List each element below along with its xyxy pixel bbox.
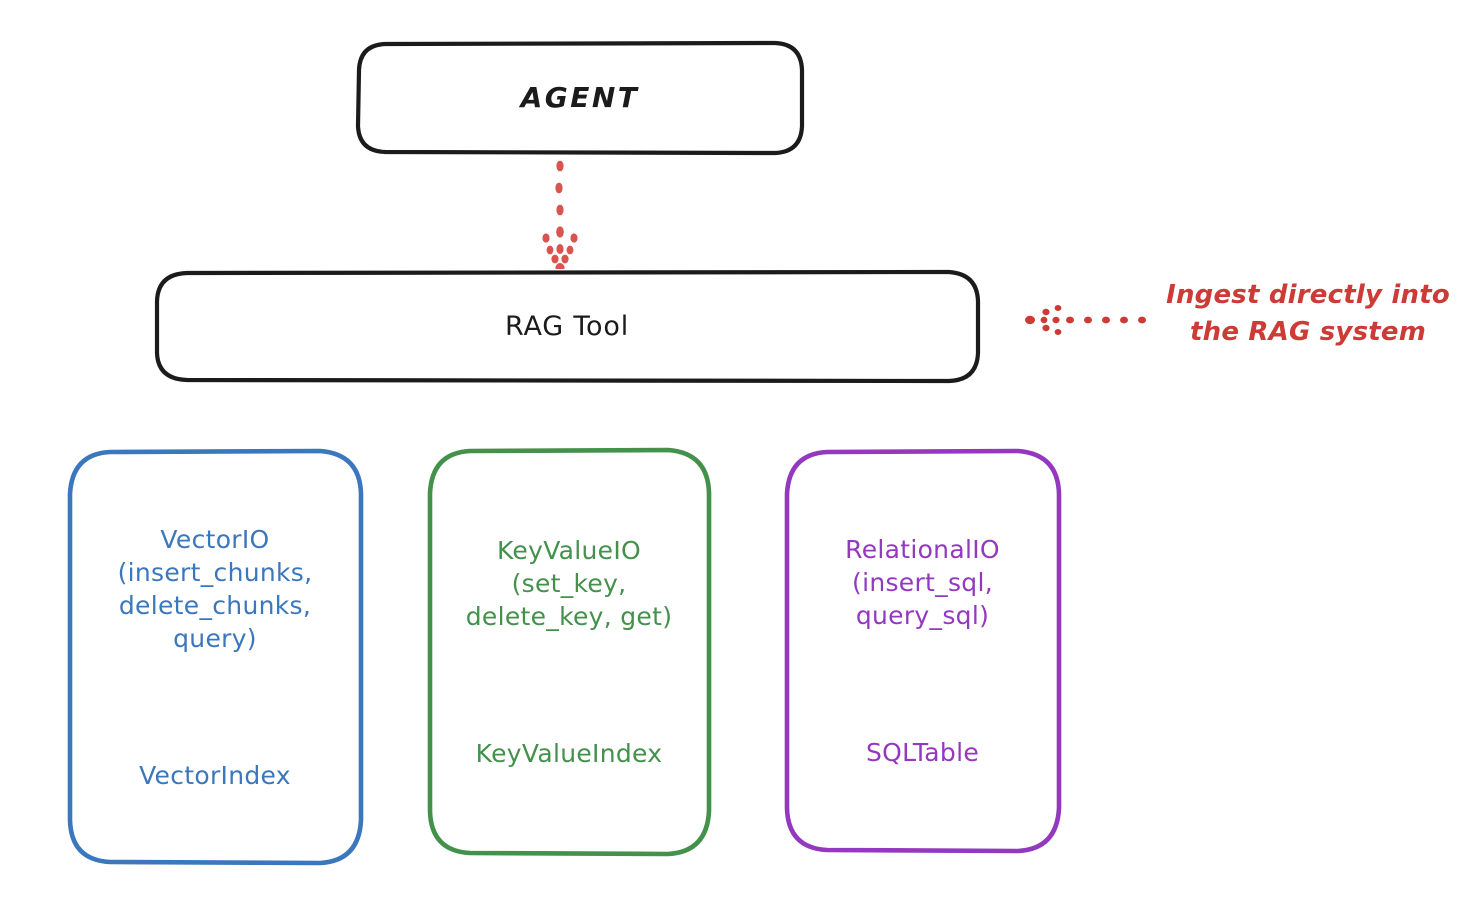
node-rag-tool[interactable]: RAG Tool bbox=[153, 269, 981, 384]
relational-io-methods: RelationalIO (insert_sql, query_sql) bbox=[845, 535, 1000, 630]
dotted-arrow-down-icon bbox=[542, 160, 578, 273]
node-vector-io-label: VectorIO (insert_chunks, delete_chunks, … bbox=[112, 490, 319, 825]
key-value-io-index: KeyValueIndex bbox=[475, 739, 663, 768]
node-key-value-io-label: KeyValueIO (set_key, delete_key, get) Ke… bbox=[460, 501, 679, 803]
node-vector-io[interactable]: VectorIO (insert_chunks, delete_chunks, … bbox=[66, 448, 364, 866]
node-relational-io-label: RelationalIO (insert_sql, query_sql) SQL… bbox=[839, 500, 1006, 802]
relational-io-spacer bbox=[845, 665, 1000, 703]
node-agent[interactable]: AGENT bbox=[355, 40, 805, 156]
vector-io-index: VectorIndex bbox=[139, 760, 291, 790]
vector-io-spacer bbox=[118, 688, 313, 726]
node-agent-label: AGENT bbox=[520, 80, 640, 114]
dotted-arrow-left-icon bbox=[1025, 305, 1146, 335]
vector-io-methods: VectorIO (insert_chunks, delete_chunks, … bbox=[117, 524, 313, 653]
relational-io-index: SQLTable bbox=[865, 738, 980, 767]
node-rag-tool-label: RAG Tool bbox=[504, 310, 629, 342]
node-relational-io[interactable]: RelationalIO (insert_sql, query_sql) SQL… bbox=[783, 448, 1062, 854]
key-value-io-spacer bbox=[466, 666, 673, 704]
ingest-annotation-text: Ingest directly into the RAG system bbox=[1166, 280, 1450, 347]
node-key-value-io[interactable]: KeyValueIO (set_key, delete_key, get) Ke… bbox=[426, 447, 712, 857]
key-value-io-methods: KeyValueIO (set_key, delete_key, get) bbox=[465, 536, 673, 631]
